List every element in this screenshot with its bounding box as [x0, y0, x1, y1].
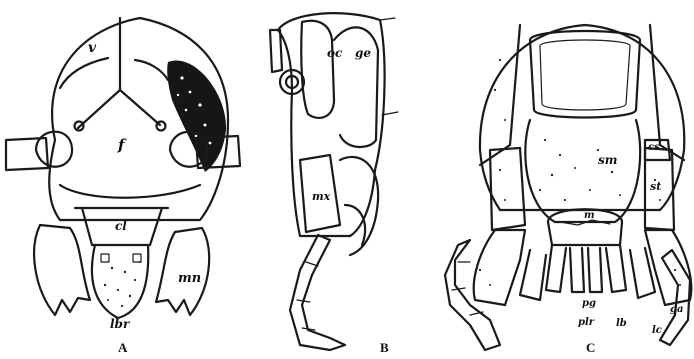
label-cl: cl	[115, 219, 127, 233]
caption-c: C	[586, 340, 595, 355]
label-mx: mx	[312, 190, 331, 203]
stipes-left	[490, 148, 525, 230]
maxillary-palp-left	[445, 240, 500, 350]
labial-lobe	[345, 205, 365, 245]
label-lb: lb	[616, 318, 627, 329]
label-ga: ga	[670, 304, 683, 315]
frons-lower-margin	[60, 185, 200, 198]
vertex-line-right	[135, 60, 168, 80]
maxillary-palp	[290, 235, 345, 350]
label-f: f	[117, 136, 127, 154]
label-ge: ge	[355, 46, 371, 60]
label-pg: pg	[582, 298, 596, 309]
label-oc: oc	[327, 46, 343, 60]
panel-a: v f cl mn lbr A	[6, 18, 240, 355]
paraglossa-left	[546, 245, 566, 292]
glossa-right	[588, 248, 602, 292]
label-lbr: lbr	[110, 317, 131, 331]
compound-eye-lateral	[301, 21, 334, 118]
caption-b: B	[380, 340, 389, 355]
label-lc: lc	[652, 325, 662, 336]
label-cs: cs	[648, 142, 660, 153]
paraglossa-right	[606, 245, 626, 292]
label-sm: sm	[598, 153, 617, 167]
panel-c: sm cs st m pg plr lb ga lc C	[445, 25, 691, 355]
occipital-foramen-inner	[540, 40, 630, 110]
labral-mark-right	[133, 254, 141, 262]
glossa-left	[570, 248, 584, 292]
label-plr: plr	[578, 317, 595, 328]
panel-b: oc ge mx B	[270, 13, 398, 355]
label-m: m	[584, 210, 595, 221]
label-mn: mn	[178, 271, 201, 286]
caption-a: A	[118, 340, 128, 355]
antenna-left	[6, 138, 48, 170]
antenna-scape	[270, 30, 282, 72]
labral-mark-left	[101, 254, 109, 262]
mandible-left	[34, 225, 90, 315]
label-st: st	[650, 180, 661, 193]
epicranial-suture-right	[120, 90, 160, 125]
submentum	[525, 120, 640, 222]
label-v: v	[88, 40, 97, 56]
postgena-line-left	[480, 25, 520, 165]
labial-palp-left	[520, 250, 546, 300]
ocellus-right	[157, 122, 166, 131]
labrum-stipple	[104, 261, 141, 307]
labrum	[92, 245, 148, 318]
maxilla-lobe-left	[474, 230, 525, 305]
epicranial-suture-left	[78, 18, 120, 128]
maxillary-palp-right	[660, 250, 690, 345]
occipital-foramen-outer	[530, 31, 640, 118]
